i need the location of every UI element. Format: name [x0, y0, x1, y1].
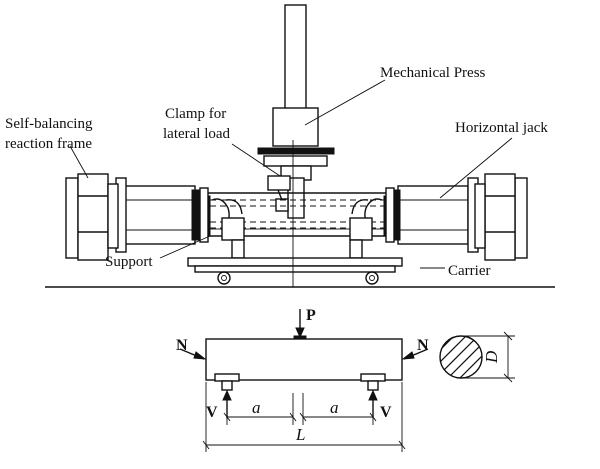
- carrier: [187, 257, 403, 285]
- leader-clamp: [231, 143, 281, 177]
- label-horizontal-jack: Horizontal jack: [455, 120, 548, 136]
- label-mechanical-press: Mechanical Press: [380, 65, 486, 81]
- dimension-span-length: [202, 382, 406, 452]
- label-clamp-line1: Clamp for: [165, 106, 226, 122]
- label-reaction-right: V: [380, 404, 392, 421]
- dimension-shear-span: [223, 393, 377, 425]
- lateral-load-clamp: [267, 175, 291, 212]
- label-span-length: L: [295, 425, 305, 444]
- label-diameter: D: [482, 350, 501, 364]
- support-right: [349, 195, 389, 259]
- label-reaction-left: V: [206, 404, 218, 421]
- label-frame-line2: reaction frame: [5, 136, 92, 152]
- mechanical-press: [257, 4, 335, 219]
- horizontal-jack-right: [385, 177, 479, 253]
- label-load-p: P: [306, 307, 316, 324]
- horizontal-jack-left: [115, 177, 209, 253]
- label-shear-span-left: a: [252, 398, 261, 417]
- leader-horizontal-jack: [439, 137, 513, 199]
- leader-reaction-frame: [69, 145, 89, 179]
- axial-load-left-arrow: [179, 348, 207, 360]
- label-frame-line1: Self-balancing: [5, 116, 93, 132]
- label-axial-left: N: [176, 337, 188, 354]
- test-rig-elevation: Mechanical Press Clamp for lateral load …: [5, 4, 555, 288]
- reaction-frame-right: [474, 173, 528, 261]
- loading-schematic: P N N V V: [176, 307, 515, 452]
- label-support: Support: [105, 254, 153, 270]
- label-shear-span-right: a: [330, 398, 339, 417]
- leader-support: [159, 235, 211, 259]
- bearing-right: [360, 373, 386, 391]
- label-carrier: Carrier: [448, 263, 490, 279]
- label-axial-right: N: [417, 337, 429, 354]
- label-clamp-line2: lateral load: [163, 126, 231, 142]
- axial-load-right-arrow: [401, 348, 429, 360]
- load-p-arrow: [293, 309, 307, 340]
- leader-mechanical-press: [304, 79, 386, 126]
- reaction-frame-left: [65, 173, 119, 261]
- bearing-left: [214, 373, 240, 391]
- support-left: [205, 195, 245, 259]
- dimension-diameter: [462, 331, 515, 383]
